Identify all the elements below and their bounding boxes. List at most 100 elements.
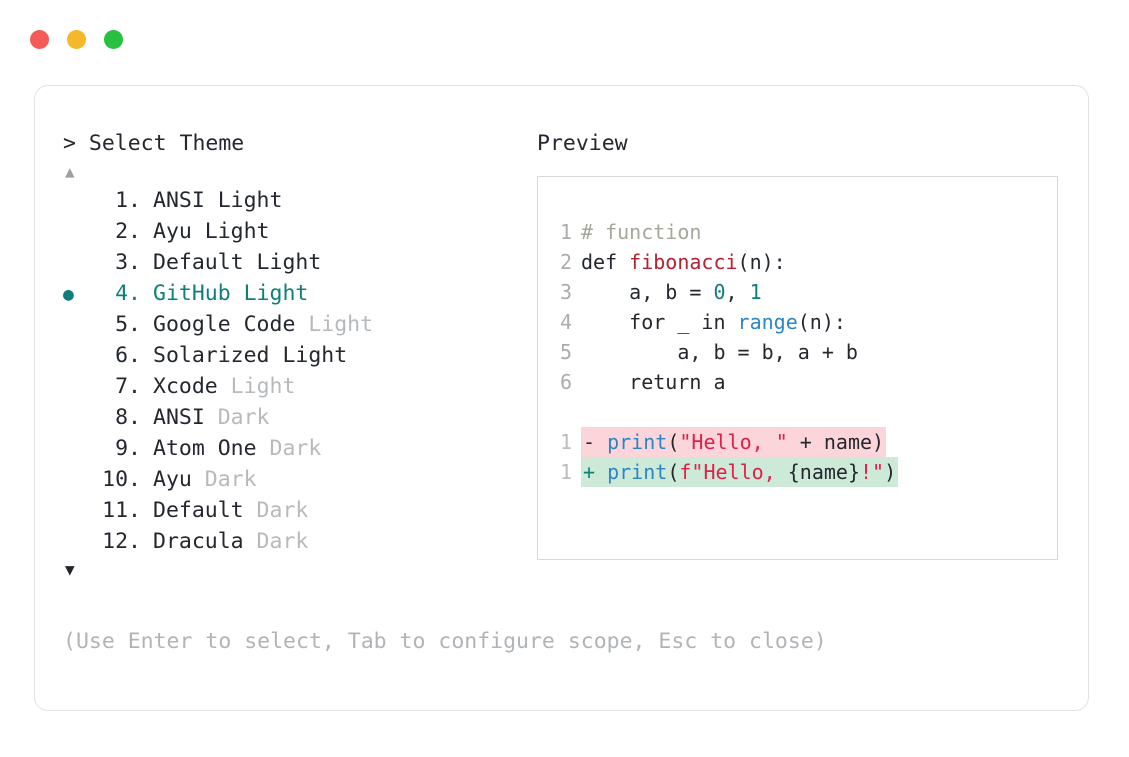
code-blank-line [538, 397, 1057, 427]
theme-item-variant: Dark [191, 467, 257, 492]
code-token-plain: {name} [787, 460, 860, 484]
theme-item-number: 8. [115, 405, 141, 430]
theme-item-variant: Dark [243, 529, 309, 554]
theme-list-item[interactable]: 6.Solarized Light [63, 340, 533, 371]
code-token-fn: fibonacci [629, 250, 738, 274]
code-line: 6 return a [538, 367, 1057, 397]
theme-item-label: Ayu Light [141, 216, 270, 247]
theme-item-number: 1. [115, 188, 141, 213]
theme-item-variant: Dark [256, 436, 322, 461]
theme-item-name: ANSI Light [153, 188, 283, 213]
theme-item-label: ANSI Light [141, 185, 282, 216]
theme-item-name: GitHub Light [153, 281, 309, 306]
theme-item-variant: Light [295, 312, 374, 337]
code-token-plain: a, b = b, a + b [581, 340, 858, 364]
code-token-plain: ( [667, 460, 680, 484]
code-token-str: f"Hello, [679, 460, 788, 484]
code-token-plain: a, b = [581, 280, 714, 304]
code-line: 3 a, b = 0, 1 [538, 277, 1057, 307]
line-number: 4 [559, 310, 572, 334]
line-number: 1 [559, 430, 572, 454]
code-token-comment: # function [581, 220, 702, 244]
code-line-text: a, b = b, a + b [581, 337, 858, 367]
keyboard-hint: (Use Enter to select, Tab to configure s… [63, 629, 827, 654]
scroll-down-arrow-icon[interactable]: ▼ [65, 560, 75, 579]
theme-item-name: Ayu [153, 467, 192, 492]
diff-sign-del: - [583, 430, 608, 454]
theme-list-item[interactable]: 9. Atom One Dark [63, 433, 533, 464]
code-line: 1# function [538, 217, 1057, 247]
theme-list-item[interactable]: 3.Default Light [63, 247, 533, 278]
line-number: 2 [559, 250, 572, 274]
theme-item-number: 9. [115, 436, 141, 461]
code-token-plain: (n): [737, 250, 786, 274]
theme-list-item[interactable]: 2.Ayu Light [63, 216, 533, 247]
code-token-plain: ) [884, 460, 897, 484]
preview-title: Preview [537, 131, 628, 156]
code-line: 2 def fibonacci(n): [538, 247, 1057, 277]
theme-item-label: Solarized Light [141, 340, 347, 371]
theme-item-variant: Dark [243, 498, 309, 523]
code-token-num: 0 [713, 280, 726, 304]
theme-item-name: Google Code [153, 312, 296, 337]
code-token-builtin: print [607, 430, 668, 454]
code-token-num: 1 [749, 280, 762, 304]
code-token-plain: return a [581, 370, 726, 394]
diff-line-add: 1+ print(f"Hello, {name}!") [538, 457, 1057, 487]
theme-item-number: 7. [115, 374, 141, 399]
theme-item-name: Atom One [153, 436, 257, 461]
code-line: 4 for _ in range(n): [538, 307, 1057, 337]
theme-item-number: 12. [102, 529, 141, 554]
code-token-plain: , [725, 280, 750, 304]
theme-item-variant: Light [217, 374, 296, 399]
code-line-text: a, b = 0, 1 [581, 277, 762, 307]
theme-list-item[interactable]: 1. ANSI Light [63, 185, 533, 216]
selection-bullet-icon: ● [63, 284, 74, 305]
theme-item-name: Default [153, 498, 244, 523]
theme-item-number: 10. [102, 467, 141, 492]
theme-item-label: GitHub Light [141, 278, 308, 309]
theme-list-item[interactable]: 8.ANSI Dark [63, 402, 533, 433]
code-token-str: !" [859, 460, 885, 484]
diff-line-del: 1 - print("Hello, " + name) [538, 427, 1057, 457]
theme-item-label: Default Dark [141, 495, 308, 526]
theme-item-label: Default Light [141, 247, 321, 278]
theme-item-number: 2. [115, 219, 141, 244]
line-number: 6 [559, 370, 572, 394]
theme-list-item[interactable]: 10.Ayu Dark [63, 464, 533, 495]
close-button[interactable] [30, 30, 49, 49]
theme-item-number: 5. [115, 312, 141, 337]
theme-list-item[interactable]: 7.Xcode Light [63, 371, 533, 402]
theme-item-name: Default Light [153, 250, 322, 275]
maximize-button[interactable] [104, 30, 123, 49]
code-token-plain: (n): [797, 310, 846, 334]
theme-item-label: Google Code Light [141, 309, 373, 340]
theme-list-item[interactable]: 11.Default Dark [63, 495, 533, 526]
minimize-button[interactable] [67, 30, 86, 49]
theme-list-item[interactable]: 12. Dracula Dark [63, 526, 533, 557]
theme-list-item[interactable]: 5.Google Code Light [63, 309, 533, 340]
code-token-builtin: print [607, 460, 668, 484]
scroll-up-arrow-icon[interactable]: ▲ [65, 162, 75, 181]
diff-line-content: + print(f"Hello, {name}!") [581, 457, 899, 487]
code-line-text: def fibonacci(n): [581, 247, 786, 277]
code-line-text: for _ in range(n): [581, 307, 846, 337]
theme-item-label: Ayu Dark [141, 464, 257, 495]
theme-item-name: ANSI [153, 405, 205, 430]
page-title: Select Theme [88, 131, 245, 156]
diff-sign-add: + [583, 460, 608, 484]
code-line-text: return a [581, 367, 726, 397]
code-token-plain: for _ in [581, 310, 738, 334]
code-token-builtin: range [737, 310, 798, 334]
diff-line-content: - print("Hello, " + name) [581, 427, 887, 457]
theme-item-label: ANSI Dark [141, 402, 270, 433]
theme-item-name: Dracula [153, 529, 244, 554]
line-number: 3 [559, 280, 572, 304]
line-number: 5 [559, 340, 572, 364]
theme-list-item[interactable]: ●4.GitHub Light [63, 278, 533, 309]
